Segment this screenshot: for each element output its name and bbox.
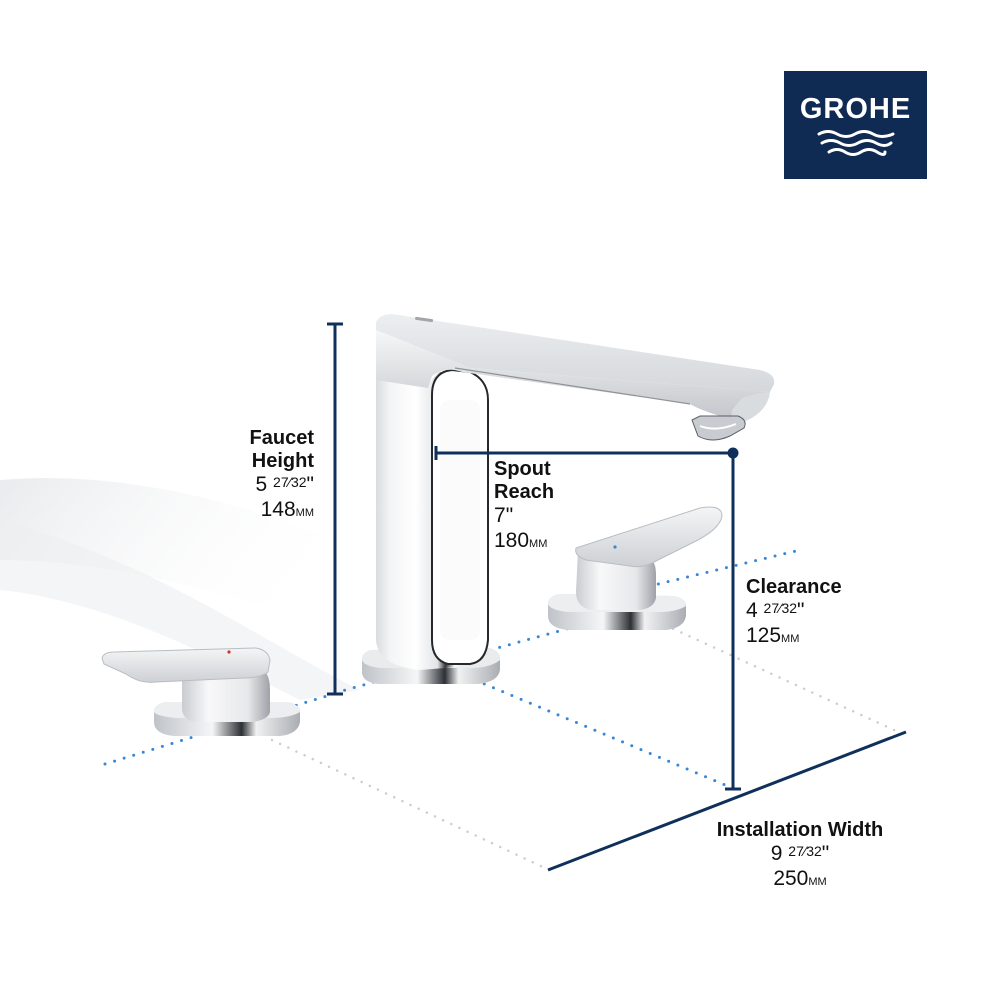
inch-mark: " xyxy=(505,504,514,528)
clearance-title: Clearance xyxy=(746,576,842,598)
inch-fraction: 27⁄32 xyxy=(763,600,798,617)
faucet-height-inches: 5 27⁄32" xyxy=(224,473,314,497)
installation-width-inches: 9 27⁄32" xyxy=(690,842,910,866)
spout-reach-inches: 7" xyxy=(494,504,554,528)
mm-value: 250 xyxy=(773,866,809,890)
inch-mark: " xyxy=(797,599,805,623)
mm-value: 148 xyxy=(260,497,296,521)
inch-whole: 4 xyxy=(746,599,758,623)
brand-name: GROHE xyxy=(799,93,912,125)
spout-reach-mm: 180MM xyxy=(494,529,554,553)
inch-fraction: 27⁄32 xyxy=(788,843,822,860)
faucet-height-label: Faucet Height 5 27⁄32" 148MM xyxy=(224,427,314,522)
dimension-lines xyxy=(327,322,907,872)
mm-value: 180 xyxy=(494,528,530,552)
faucet-height-mm: 148MM xyxy=(224,498,314,522)
inch-fraction: 27⁄32 xyxy=(273,474,307,491)
spout-reach-title-1: Spout xyxy=(494,458,551,480)
installation-width-mm: 250MM xyxy=(690,867,910,891)
mm-value: 125 xyxy=(746,623,782,647)
spout-reach-label: Spout Reach 7" 180MM xyxy=(494,458,554,553)
installation-width-title: Installation Width xyxy=(716,819,884,841)
clearance-label: Clearance 4 27⁄32" 125MM xyxy=(746,576,842,648)
inch-whole: 5 xyxy=(255,473,268,497)
inch-whole: 7 xyxy=(494,504,506,528)
spout-reach-title-2: Reach xyxy=(494,481,555,504)
inch-whole: 9 xyxy=(770,842,783,866)
faucet-height-title-1: Faucet xyxy=(249,427,314,449)
clearance-inches: 4 27⁄32" xyxy=(746,599,842,623)
mm-unit: MM xyxy=(295,506,314,519)
grohe-logo: GROHE xyxy=(784,71,927,179)
inch-mark: " xyxy=(821,842,830,866)
faucet-height-title-2: Height xyxy=(251,450,314,473)
water-waves-icon xyxy=(817,130,895,156)
installation-width-label: Installation Width 9 27⁄32" 250MM xyxy=(690,819,910,891)
mm-unit: MM xyxy=(781,632,800,645)
mm-unit: MM xyxy=(529,537,548,550)
inch-mark: " xyxy=(306,473,314,497)
clearance-mm: 125MM xyxy=(746,624,842,648)
mm-unit: MM xyxy=(808,875,827,888)
